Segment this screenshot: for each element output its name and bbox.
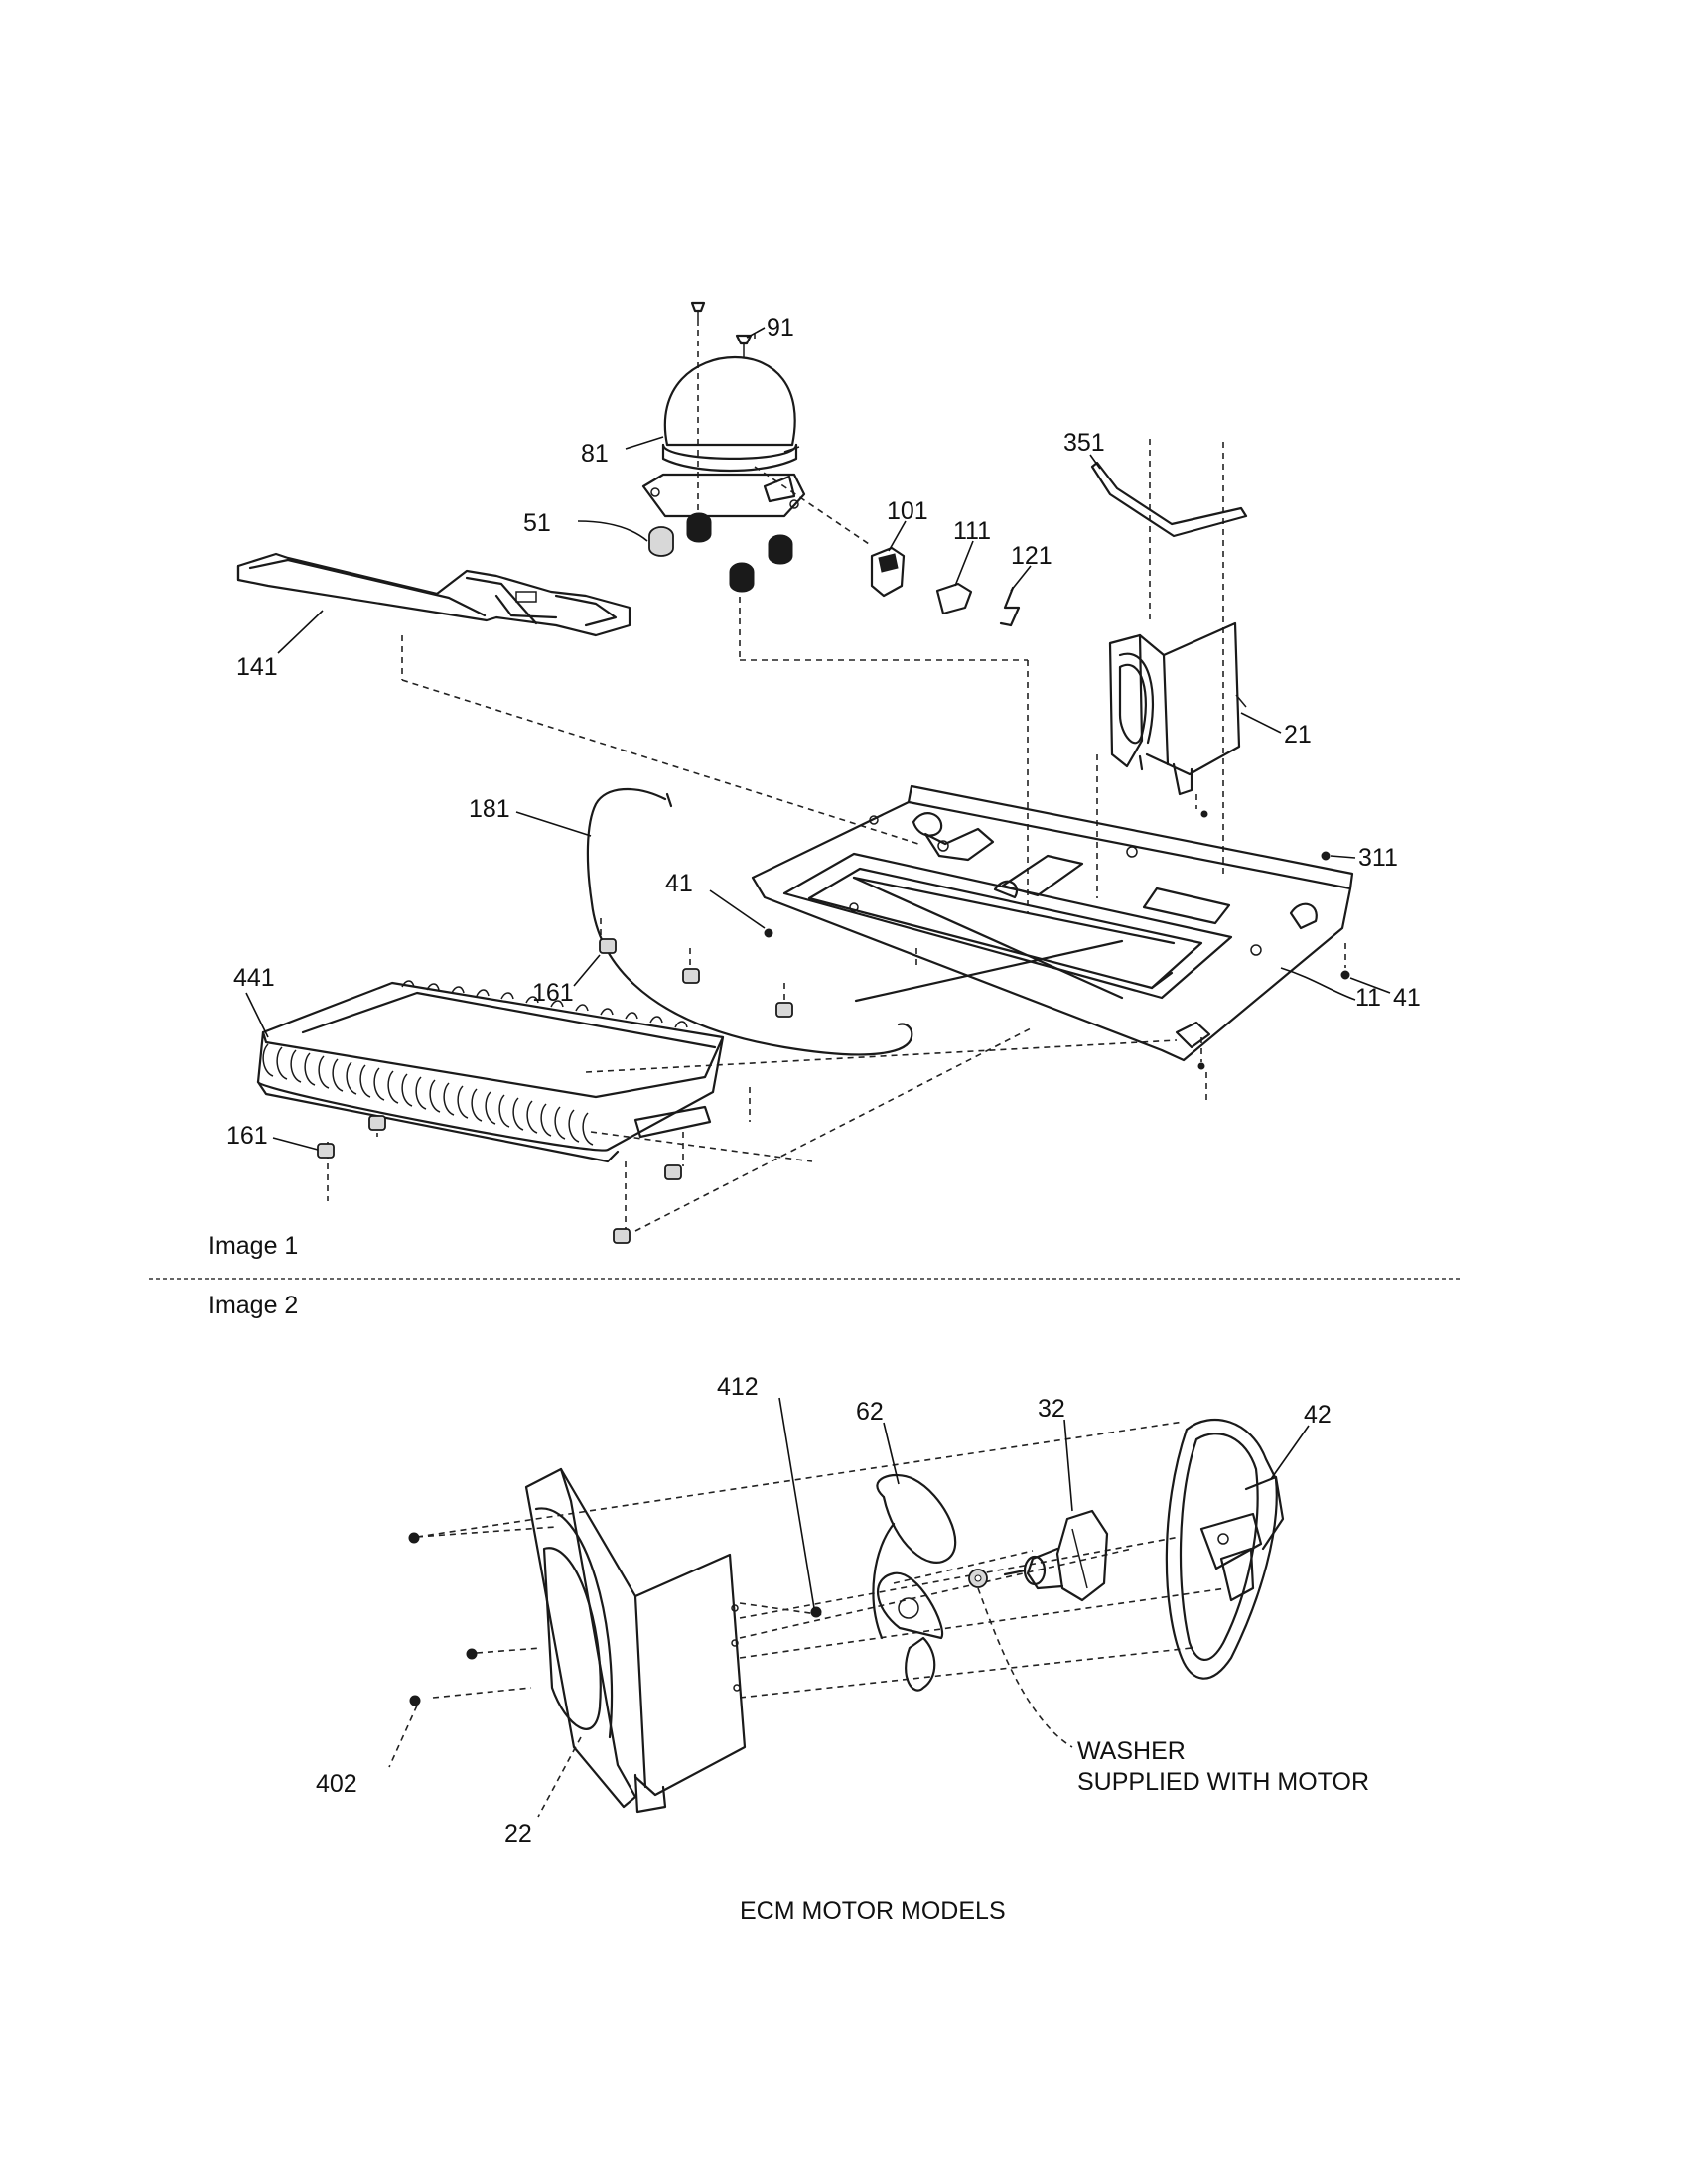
washer [968,1569,988,1588]
screw-412 [810,1606,822,1618]
callout-22: 22 [504,1820,532,1847]
callout-161-upper: 161 [532,979,574,1007]
fan-shroud [1108,621,1247,796]
spacer-set-upper [599,938,793,1018]
callout-111: 111 [953,517,991,545]
image2-group: Image 2 [209,1292,1369,1925]
callout-62: 62 [856,1398,884,1426]
screw-mid-left-2 [466,1648,478,1660]
callout-351: 351 [1063,429,1105,457]
grommet-set [648,512,793,593]
screw-top-left [690,301,706,326]
callout-51: 51 [523,509,551,537]
drain-pan [236,552,632,637]
image1-callouts: 91 81 51 101 111 121 351 141 21 181 311 … [226,314,1421,1150]
start-relay [870,546,906,598]
image2-caption: Image 2 [209,1292,298,1319]
callout-141: 141 [236,653,278,681]
fan-motor [1003,1509,1109,1602]
screw-91 [735,334,753,357]
condenser-fins [262,980,688,1146]
callout-21: 21 [1284,721,1312,749]
fan-shroud-22 [524,1467,747,1814]
callout-41-left: 41 [665,870,693,897]
retainer-clip [999,586,1021,627]
callout-42: 42 [1304,1401,1332,1429]
image2-leaders [388,1397,1310,1818]
callout-41-right: 41 [1393,984,1421,1012]
callout-311: 311 [1358,844,1398,872]
image1-group: 91 81 51 101 111 121 351 141 21 181 311 … [209,301,1421,1260]
callout-91: 91 [767,314,794,341]
callout-81: 81 [581,440,609,468]
wire-harness [586,787,913,1056]
image1-guide-lines [327,330,1346,1232]
image1-leaders [245,327,1391,1151]
washer-note-line1: WASHER [1077,1737,1186,1765]
washer-note-line2: SUPPLIED WITH MOTOR [1077,1768,1369,1796]
wire-bracket [1090,461,1248,538]
image2-callouts: 412 62 32 42 402 22 [316,1373,1332,1847]
compressor [641,355,806,518]
fan-blade [872,1474,957,1692]
screw-top-plate [1200,810,1208,818]
callout-161-lower: 161 [226,1122,268,1150]
base-plate [751,784,1354,1062]
spacer-set-lower [317,1115,682,1244]
callout-101: 101 [887,497,928,525]
screw-41-right [1340,970,1350,980]
screw-bottom-right [1197,1062,1205,1070]
callout-121: 121 [1011,542,1052,570]
screw-top-left-2 [408,1532,420,1544]
callout-11: 11 [1355,984,1381,1012]
diagram-title: ECM MOTOR MODELS [740,1897,1006,1925]
callout-441: 441 [233,964,275,992]
callout-32: 32 [1038,1395,1065,1423]
overload-protector [935,582,973,615]
screw-41-left [764,928,773,938]
screw-402 [409,1695,421,1706]
image1-caption: Image 1 [209,1232,298,1260]
screw-311 [1321,851,1331,861]
callout-181: 181 [469,795,510,823]
callout-412: 412 [717,1373,759,1401]
condenser-coil [256,980,725,1163]
callout-402: 402 [316,1770,357,1798]
motor-bracket [1165,1418,1285,1680]
